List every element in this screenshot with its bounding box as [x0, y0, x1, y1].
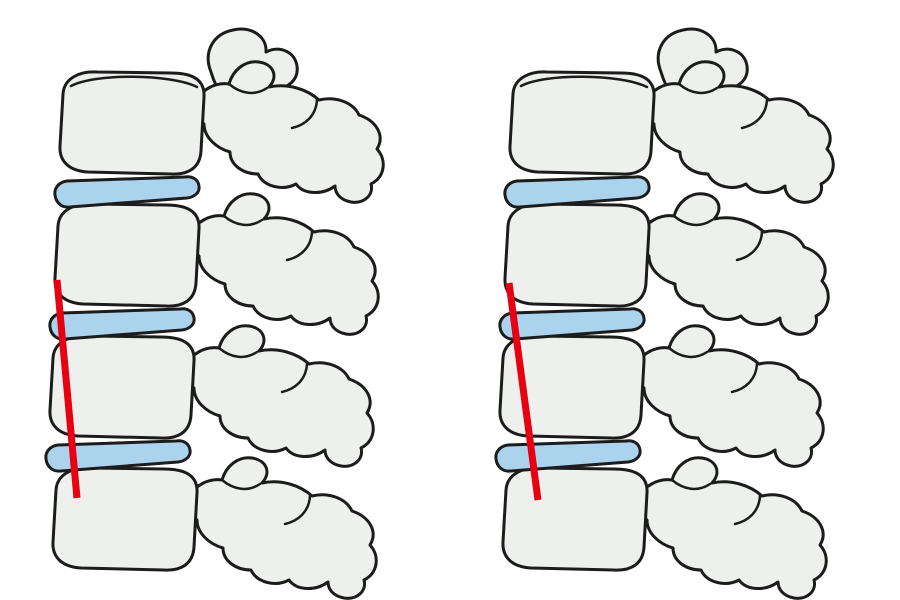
- right-spine-panel: [496, 29, 833, 598]
- alignment-line-right: [505, 282, 542, 501]
- spine-right: [496, 29, 833, 598]
- left-spine-panel: [46, 29, 383, 598]
- alignment-line-left: [53, 279, 81, 499]
- spine-left: [46, 29, 383, 598]
